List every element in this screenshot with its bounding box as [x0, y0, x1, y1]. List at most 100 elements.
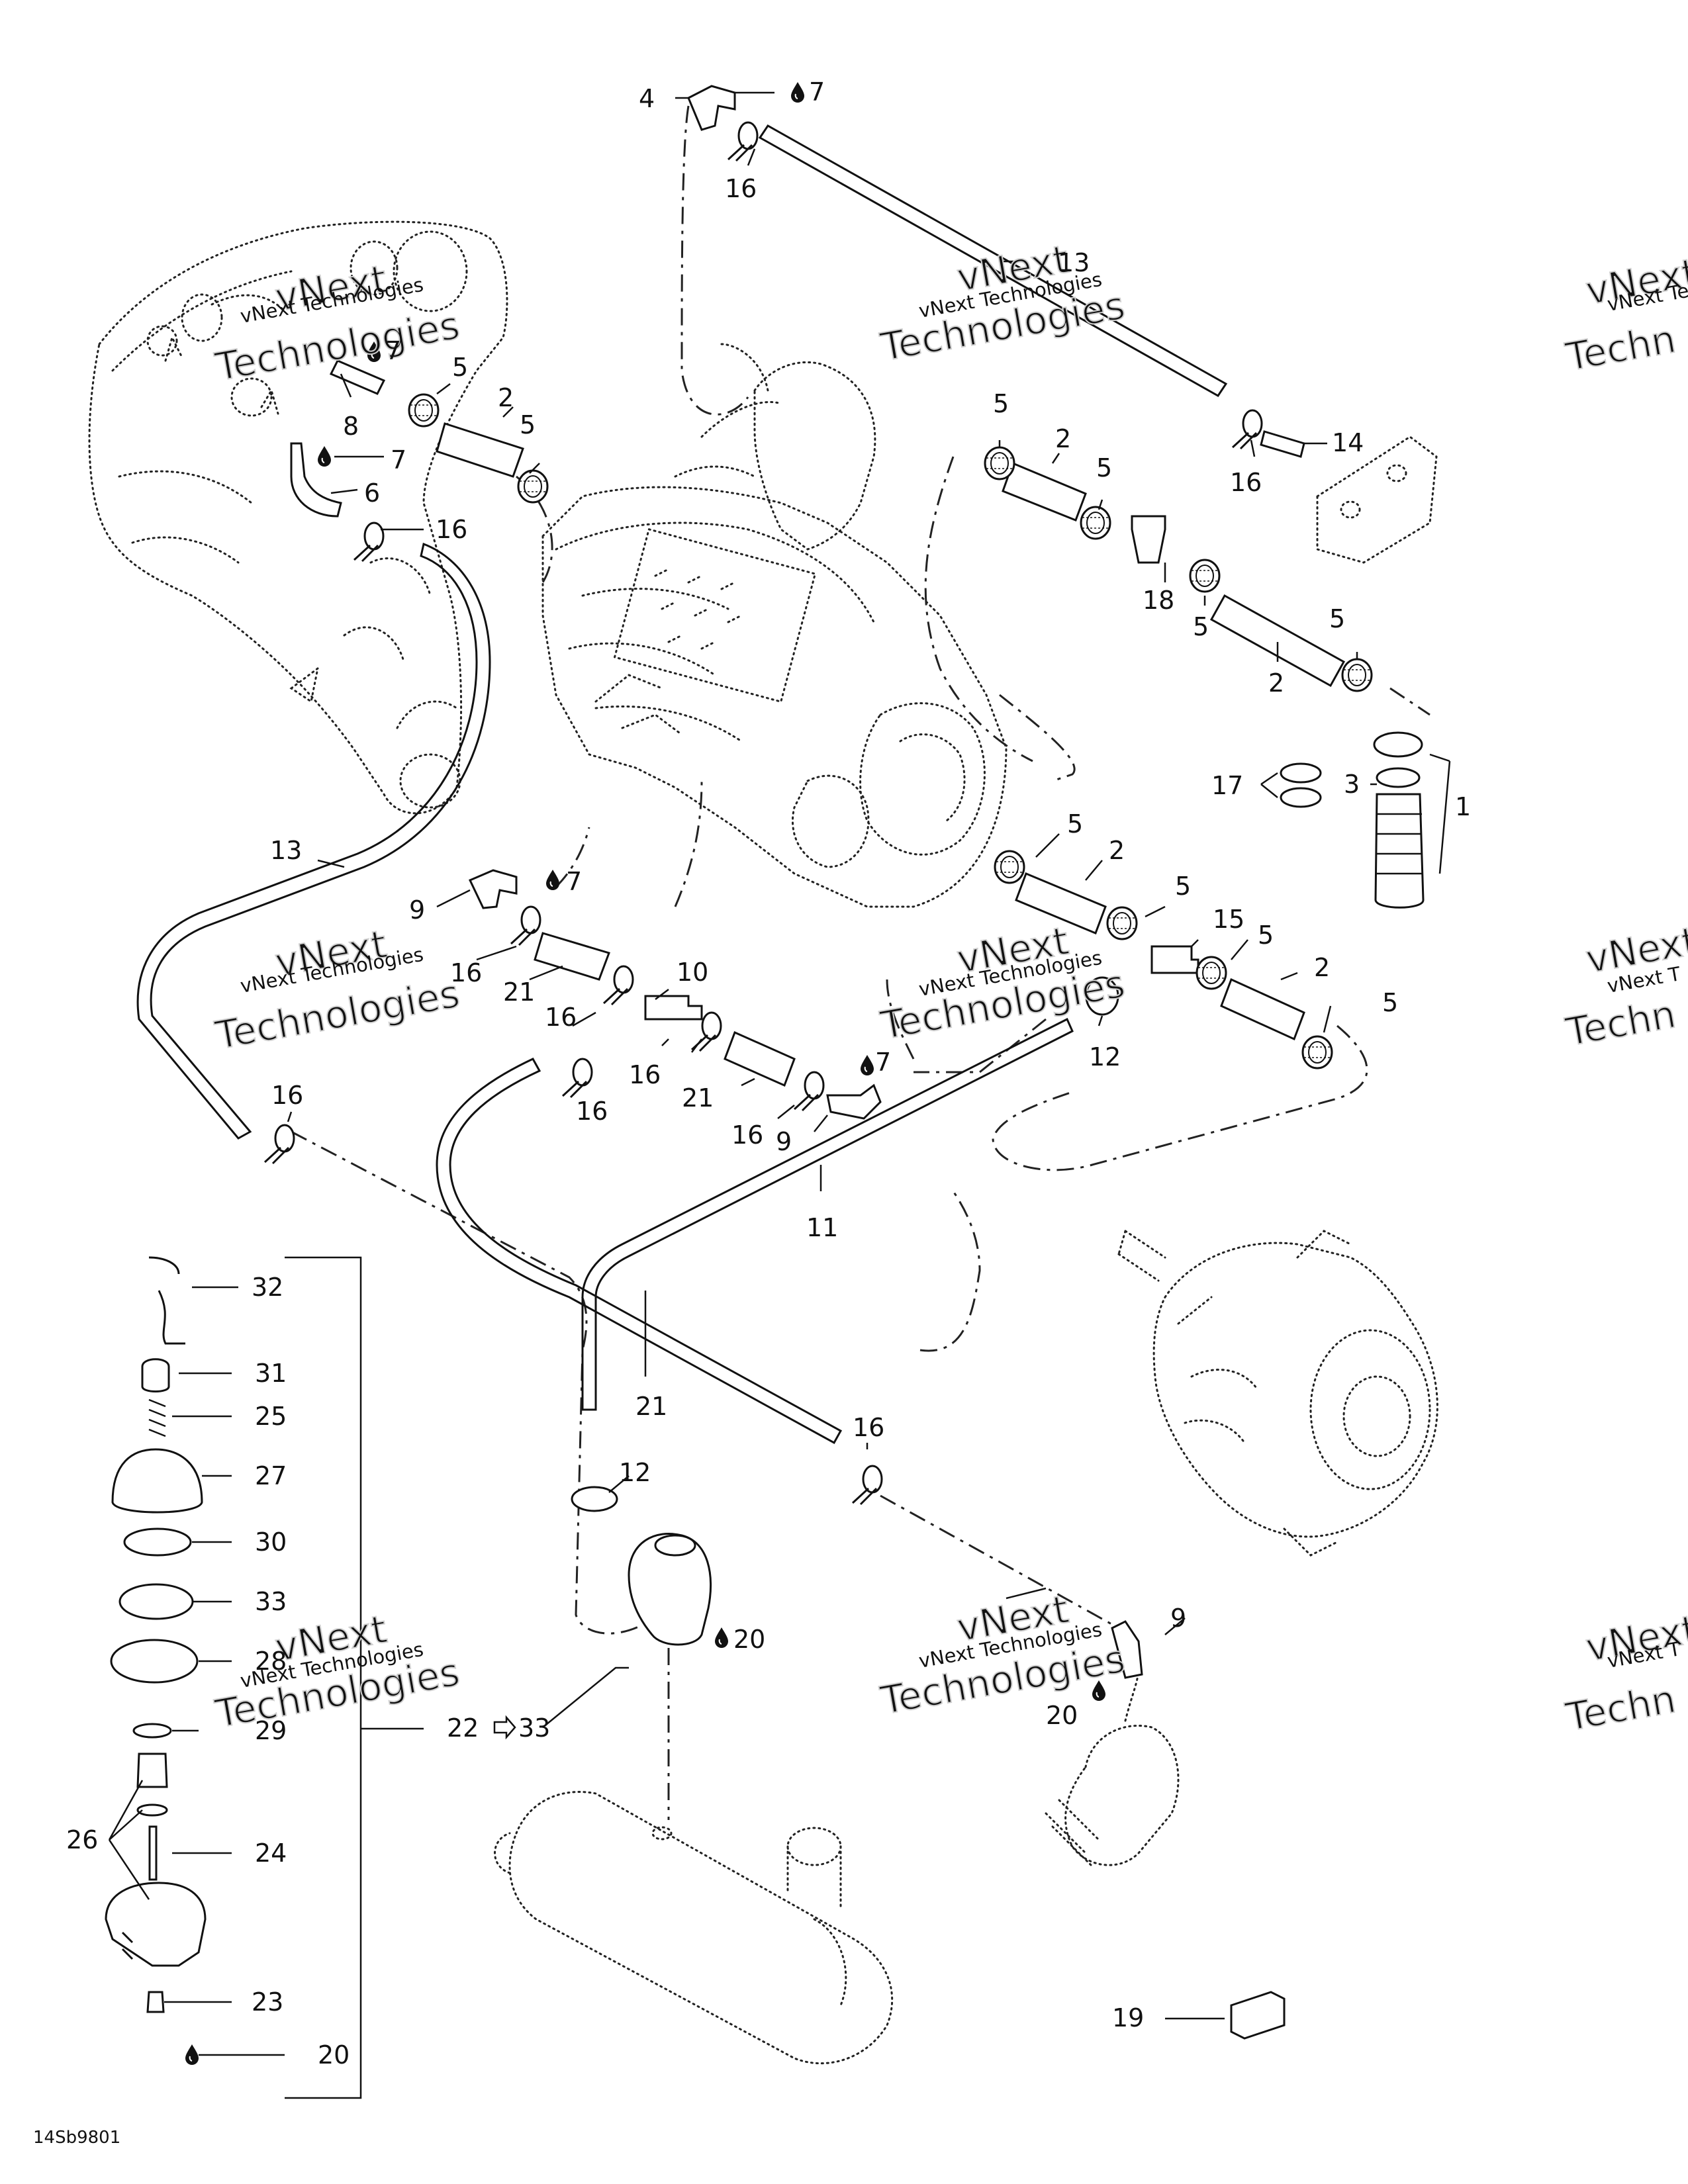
svg-text:Techn: Techn: [1562, 991, 1679, 1055]
callout-5: 5: [1329, 604, 1345, 633]
callout-27: 27: [255, 1461, 287, 1490]
callout-2: 2: [498, 383, 514, 412]
callout-7: 7: [875, 1048, 891, 1077]
callout-8: 8: [343, 412, 359, 441]
tee-fitting-18: [1131, 515, 1166, 564]
callout-12: 12: [1089, 1042, 1121, 1071]
hose-2a: [436, 422, 524, 478]
callout-5: 5: [1193, 612, 1209, 641]
callout-16: 16: [271, 1081, 303, 1110]
svg-text:Techn: Techn: [1562, 316, 1679, 380]
callout-7: 7: [809, 77, 825, 107]
hose-clip-19: [1230, 1991, 1286, 2040]
clip-16c: [353, 522, 385, 563]
callout-2: 2: [1109, 836, 1125, 865]
fitting-23: [146, 1991, 165, 2013]
cap-31: [141, 1358, 170, 1392]
jet-pump-outline: [1117, 1230, 1438, 1557]
callout-28: 28: [255, 1647, 287, 1676]
callout-14: 14: [1332, 428, 1364, 457]
callout-16: 16: [725, 174, 757, 203]
oil-drop-icon: [545, 869, 560, 891]
clip-16f: [561, 1058, 593, 1099]
parts: [105, 85, 1425, 2040]
elbow-fitting-6: [290, 442, 342, 518]
callout-19: 19: [1112, 2003, 1144, 2032]
callout-21: 21: [682, 1083, 714, 1113]
ring-12a: [1085, 976, 1119, 1016]
oil-drop-icon: [790, 81, 805, 103]
callout-16: 16: [450, 958, 482, 987]
fitting-14: [1260, 430, 1305, 458]
clip-16j: [851, 1465, 883, 1506]
callout-16: 16: [629, 1060, 661, 1089]
callout-22: 22: [447, 1713, 479, 1743]
callout-4: 4: [639, 84, 655, 113]
callout-5: 5: [1258, 921, 1274, 950]
clip-16e: [602, 965, 634, 1006]
callout-7: 7: [566, 867, 582, 896]
hose-2b: [1002, 462, 1087, 522]
clip-16b: [1231, 409, 1263, 450]
clamp-5c: [984, 446, 1015, 480]
clamp-33: [118, 1583, 194, 1620]
elbow-fitting-4: [687, 85, 736, 131]
callout-16: 16: [436, 515, 467, 544]
callout-26: 26: [66, 1825, 98, 1854]
callout-16: 16: [853, 1413, 884, 1442]
hose-21-long: [436, 1058, 843, 1445]
pin-24: [148, 1825, 158, 1881]
clip-16i: [263, 1124, 295, 1165]
callout-1: 1: [1455, 792, 1471, 821]
callout-9: 9: [1170, 1604, 1186, 1633]
callout-24: 24: [255, 1839, 287, 1868]
callout-31: 31: [255, 1359, 287, 1388]
o-ring-17b: [1280, 787, 1322, 808]
hose-21b: [724, 1030, 796, 1087]
exhaust-manifold-outline: [88, 220, 508, 815]
connection-lines: [291, 105, 1430, 1820]
fitting-8: [329, 359, 386, 395]
outlet-fitting-outline: [1045, 1666, 1180, 1868]
callout-numbers: 4 7 16 13 7 5 2 8 5 7 6 16 5 2 5 14 16 1…: [66, 77, 1471, 2070]
outlet-nut-1: [1373, 731, 1423, 758]
callout-13: 13: [270, 836, 302, 865]
outlet-hose-1: [1374, 793, 1425, 909]
spring-25: [148, 1398, 166, 1437]
hose-2e: [1220, 978, 1305, 1041]
elbow-fitting-9b: [826, 1083, 882, 1120]
callout-20: 20: [318, 2040, 350, 2070]
callout-20: 20: [1046, 1701, 1078, 1730]
callout-7: 7: [391, 445, 406, 475]
hose-2c: [1209, 594, 1346, 688]
callout-2: 2: [1314, 953, 1330, 982]
callout-16: 16: [731, 1120, 763, 1150]
outline-arrow-icon: [493, 1715, 516, 1740]
callout-5: 5: [1382, 988, 1398, 1017]
washer-26b: [136, 1803, 168, 1817]
diaphragm-28: [110, 1639, 199, 1684]
callout-5: 5: [452, 353, 468, 382]
callout-15: 15: [1213, 905, 1244, 934]
callout-33: 33: [518, 1713, 550, 1743]
callout-5: 5: [1096, 453, 1112, 482]
elbow-fitting-9c: [1111, 1620, 1143, 1679]
callout-10: 10: [677, 958, 708, 987]
clamp-5f: [1341, 658, 1373, 692]
callout-6: 6: [364, 478, 380, 508]
callout-32: 32: [252, 1273, 283, 1302]
callout-33: 33: [255, 1587, 287, 1616]
watermarks: vNext Technologies vNext Technologies vN…: [211, 236, 1688, 1741]
figure-code: 14Sb9801: [33, 2128, 120, 2148]
callout-2: 2: [1055, 424, 1071, 453]
clamp-5h: [1106, 906, 1138, 940]
callout-5: 5: [1067, 809, 1083, 839]
bracket-outline: [1316, 435, 1438, 564]
callout-7: 7: [385, 336, 401, 365]
callout-16: 16: [576, 1097, 608, 1126]
engine-block-outline: [541, 343, 1008, 908]
svg-text:Techn: Techn: [1562, 1676, 1679, 1740]
oil-drop-icon: [860, 1054, 874, 1076]
callout-29: 29: [255, 1716, 287, 1745]
